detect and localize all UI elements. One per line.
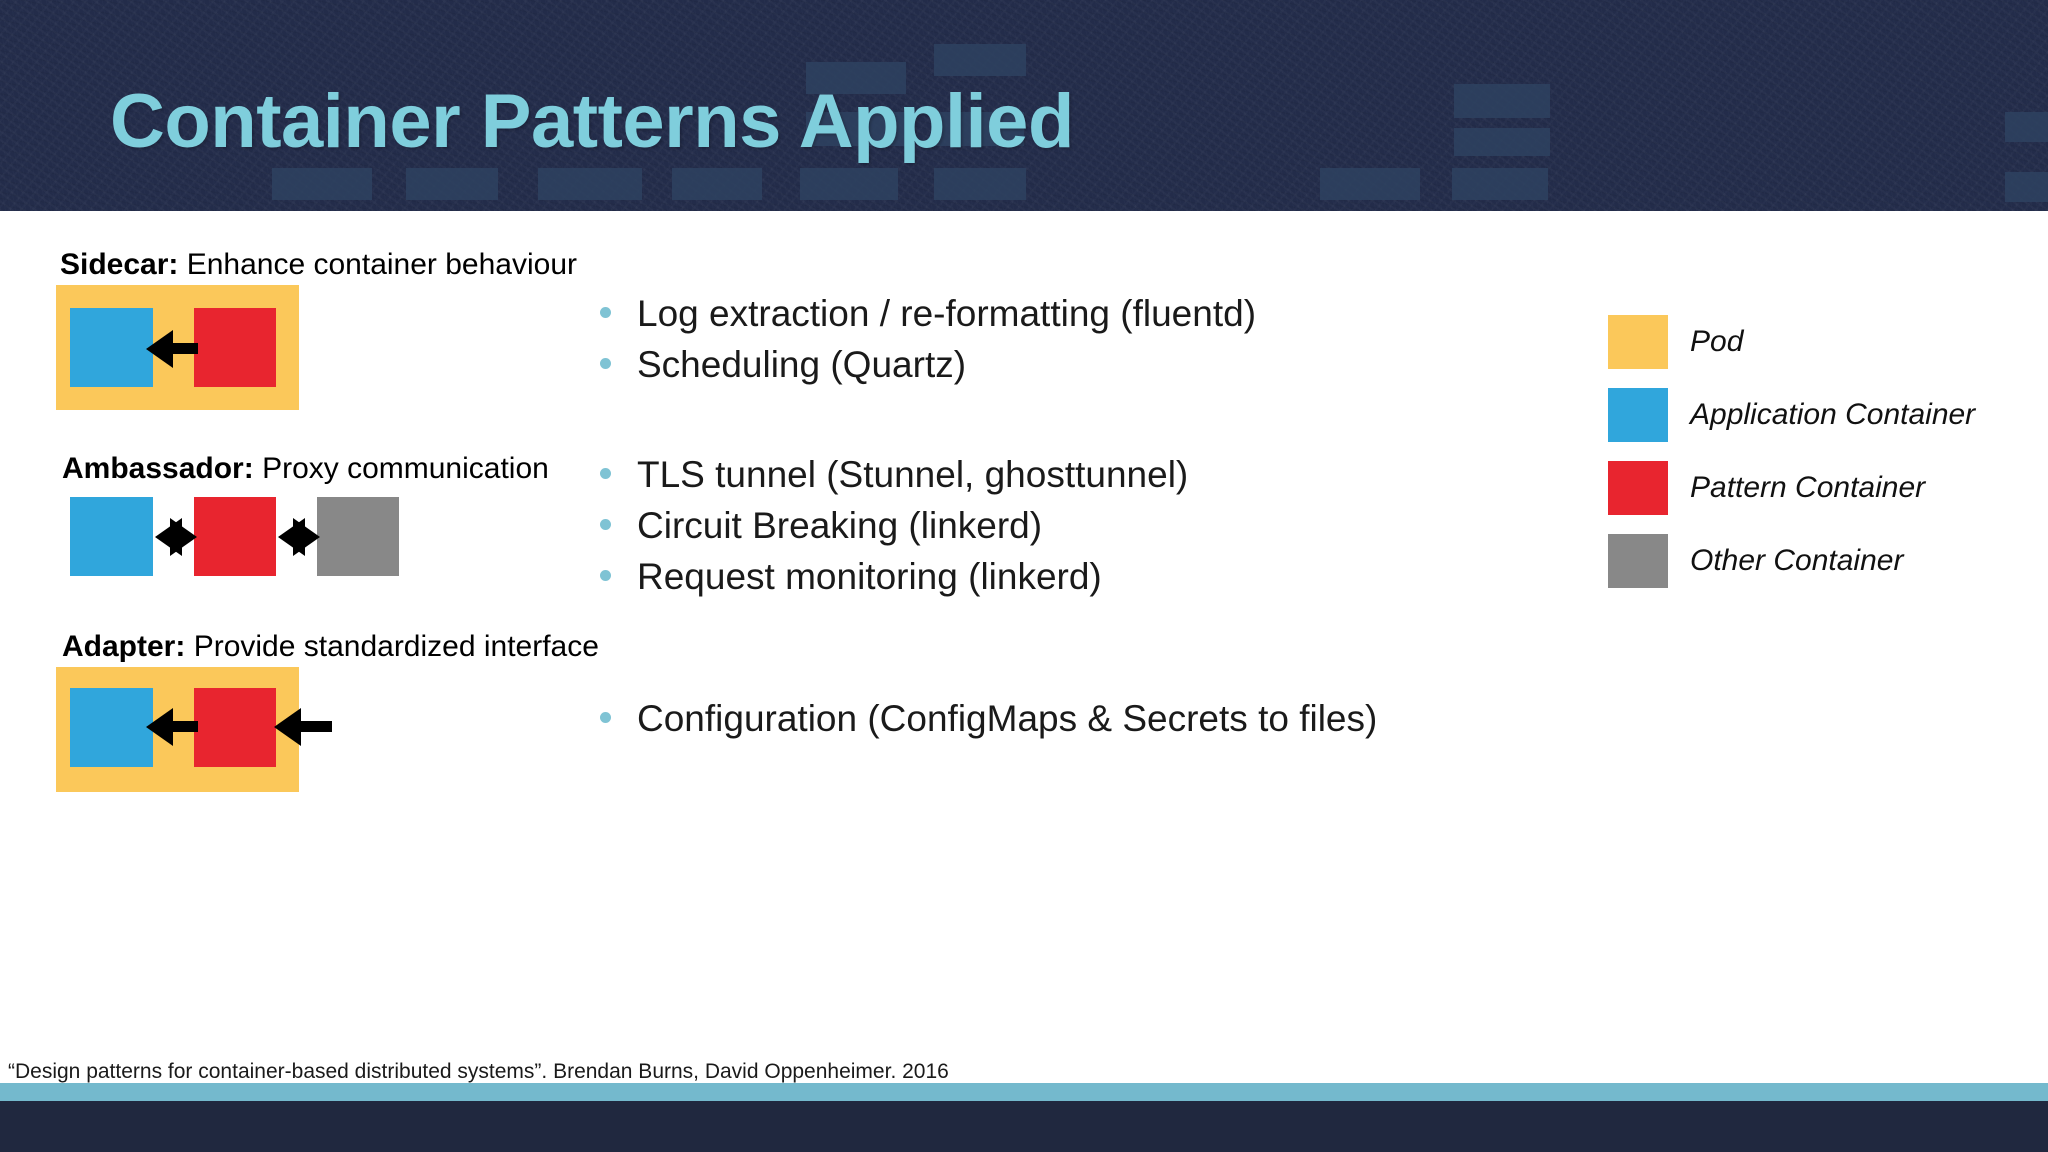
- pattern-heading-sidecar: Sidecar: Enhance container behaviour: [60, 248, 577, 282]
- bullet-dot-icon: [600, 570, 611, 581]
- pattern-container-adapter: [194, 688, 276, 767]
- bullet-label: Log extraction / re-formatting (fluentd): [637, 293, 1257, 334]
- legend-swatch-pod: [1608, 314, 1668, 369]
- header-decor-block: [672, 168, 762, 200]
- application-container-adapter: [70, 688, 153, 767]
- footer-bar: [0, 1101, 2048, 1152]
- header-decor-block: [2005, 172, 2048, 202]
- application-container-sidecar: [70, 308, 153, 387]
- bullet-dot-icon: [600, 358, 611, 369]
- legend-swatch-other-container: [1608, 533, 1668, 588]
- list-item: Circuit Breaking (linkerd): [600, 507, 1188, 544]
- list-item: TLS tunnel (Stunnel, ghosttunnel): [600, 456, 1188, 493]
- arrow-shaft-adapter-inner: [170, 721, 198, 732]
- header-decor-block: [806, 112, 910, 146]
- bullet-dot-icon: [600, 519, 611, 530]
- slide-body: [0, 211, 2048, 1079]
- arrow-shaft-adapter-external: [298, 721, 332, 732]
- pattern-heading-ambassador: Ambassador: Proxy communication: [62, 452, 549, 486]
- pattern-description: Enhance container behaviour: [186, 248, 578, 281]
- legend-item-application-container: Application Container: [1608, 378, 1975, 451]
- pattern-description: Proxy communication: [262, 452, 549, 485]
- pattern-heading-adapter: Adapter: Provide standardized interface: [62, 630, 599, 664]
- other-container-ambassador: [317, 497, 399, 576]
- pattern-name: Sidecar:: [60, 248, 179, 281]
- accent-bar: [0, 1083, 2048, 1101]
- legend-label: Other Container: [1690, 543, 1904, 577]
- bullet-group-sidecar: Log extraction / re-formatting (fluentd)…: [600, 295, 1256, 397]
- slide-header: Container Patterns Applied: [0, 0, 2048, 211]
- bullet-group-ambassador: TLS tunnel (Stunnel, ghosttunnel) Circui…: [600, 456, 1188, 609]
- header-decor-block: [406, 168, 498, 200]
- bullet-dot-icon: [600, 307, 611, 318]
- pattern-description: Provide standardized interface: [193, 630, 599, 663]
- legend-label: Application Container: [1690, 397, 1976, 431]
- arrow-shaft-sidecar: [170, 343, 198, 354]
- header-decor-block: [934, 112, 1024, 146]
- arrow-head-right-ambassador-left: [170, 518, 197, 556]
- list-item: Scheduling (Quartz): [600, 346, 1256, 383]
- legend: Pod Application Container Pattern Contai…: [1608, 305, 1975, 597]
- pattern-name: Ambassador:: [62, 452, 254, 485]
- legend-swatch-application-container: [1608, 387, 1668, 442]
- legend-label: Pod: [1690, 324, 1744, 358]
- page-title: Container Patterns Applied: [110, 79, 1074, 164]
- legend-item-other-container: Other Container: [1608, 524, 1975, 597]
- bullet-label: Circuit Breaking (linkerd): [637, 505, 1043, 546]
- list-item: Log extraction / re-formatting (fluentd): [600, 295, 1256, 332]
- arrow-head-right-ambassador-right: [293, 518, 320, 556]
- bullet-label: Request monitoring (linkerd): [637, 556, 1102, 597]
- header-decor-block: [806, 62, 906, 94]
- header-decor-block: [1452, 168, 1548, 200]
- arrow-head-left-adapter-inner: [146, 708, 173, 746]
- list-item: Configuration (ConfigMaps & Secrets to f…: [600, 700, 1377, 737]
- bullet-label: Scheduling (Quartz): [637, 344, 967, 385]
- bullet-label: TLS tunnel (Stunnel, ghosttunnel): [637, 454, 1189, 495]
- header-decor-block: [934, 168, 1026, 200]
- header-decor-block: [1320, 168, 1420, 200]
- header-decor-block: [538, 168, 642, 200]
- legend-label: Pattern Container: [1690, 470, 1926, 504]
- legend-item-pod: Pod: [1608, 305, 1975, 378]
- pattern-container-sidecar: [194, 308, 276, 387]
- list-item: Request monitoring (linkerd): [600, 558, 1188, 595]
- arrow-head-left-sidecar: [146, 330, 173, 368]
- application-container-ambassador: [70, 497, 153, 576]
- header-decor-block: [934, 44, 1026, 76]
- bullet-label: Configuration (ConfigMaps & Secrets to f…: [637, 698, 1378, 739]
- header-decor-block: [800, 168, 898, 200]
- bullet-group-adapter: Configuration (ConfigMaps & Secrets to f…: [600, 700, 1377, 751]
- header-decor-block: [272, 168, 372, 200]
- bullet-dot-icon: [600, 712, 611, 723]
- pattern-container-ambassador: [194, 497, 276, 576]
- legend-swatch-pattern-container: [1608, 460, 1668, 515]
- bullet-dot-icon: [600, 468, 611, 479]
- legend-item-pattern-container: Pattern Container: [1608, 451, 1975, 524]
- pattern-name: Adapter:: [62, 630, 186, 663]
- header-decor-block: [1454, 84, 1550, 118]
- header-decor-block: [2005, 112, 2048, 142]
- arrow-head-left-adapter-external: [274, 708, 301, 746]
- header-decor-block: [1454, 128, 1550, 156]
- citation-text: “Design patterns for container-based dis…: [8, 1060, 949, 1083]
